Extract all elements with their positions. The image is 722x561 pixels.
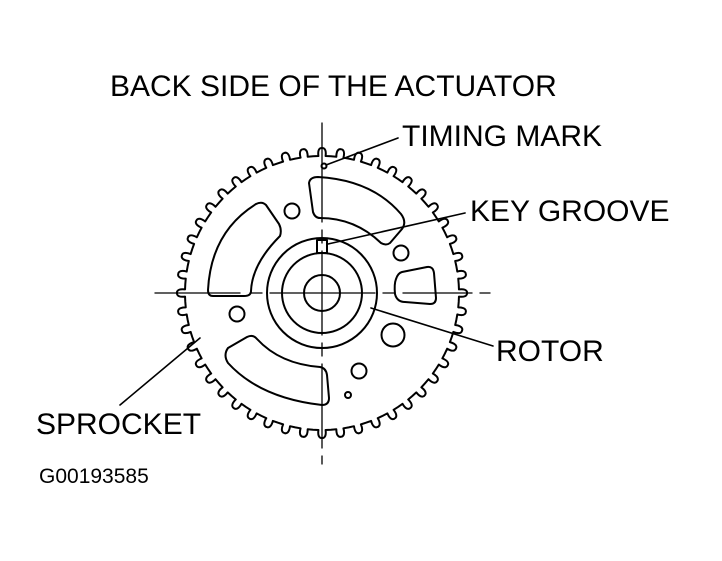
upper-slot-cutout — [308, 176, 406, 246]
sprocket-leader — [119, 337, 201, 406]
leader-lines — [119, 137, 494, 406]
right-slot-cutout — [393, 265, 437, 305]
left-slot-cutout — [207, 201, 282, 297]
timing-mark — [320, 162, 328, 170]
small-hole — [344, 391, 352, 399]
sprocket-label: SPROCKET — [36, 408, 202, 441]
timing-mark-label: TIMING MARK — [402, 120, 602, 153]
rotor-bore — [303, 274, 341, 312]
hole — [380, 322, 406, 348]
rotor-leader — [370, 307, 494, 347]
lower-slot-cutout — [224, 334, 330, 406]
figure-id: G00193585 — [39, 465, 149, 488]
sprocket-outline — [175, 146, 469, 440]
timing-mark-leader — [325, 137, 399, 166]
key-groove — [316, 239, 328, 254]
hole — [228, 305, 246, 323]
key-groove-label: KEY GROOVE — [470, 195, 670, 228]
hole — [350, 362, 368, 380]
hole — [283, 202, 301, 220]
rotor-outer-ring — [266, 237, 378, 349]
key-groove-leader — [327, 212, 466, 245]
diagram-title: BACK SIDE OF THE ACTUATOR — [110, 70, 557, 103]
hole — [392, 244, 410, 262]
rotor-label: ROTOR — [496, 335, 604, 368]
center-lines — [154, 122, 491, 465]
